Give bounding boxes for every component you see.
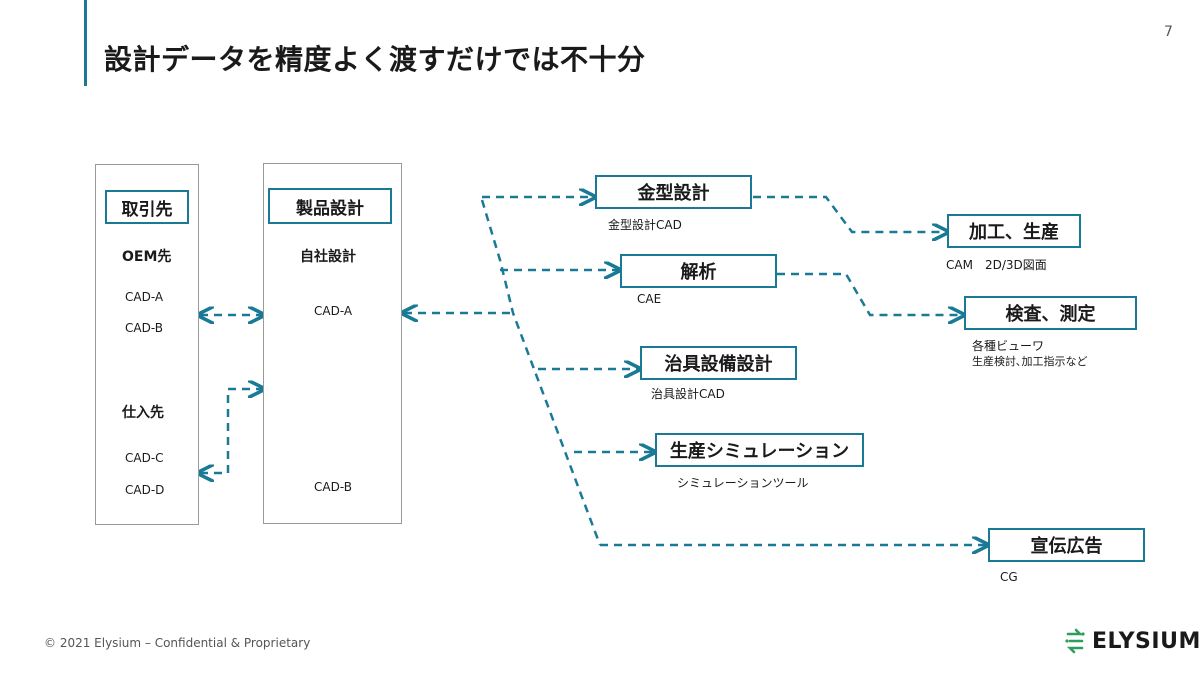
design-cad-item: CAD-A (314, 304, 353, 318)
analysis-caption: CAE (637, 292, 662, 306)
arrow-supplier-to-design (200, 389, 262, 473)
trunk-line (480, 199, 602, 546)
processing-production-caption: CAM 2D/3D図面 (946, 258, 1047, 272)
elysium-logo: ELYSIUM (1064, 628, 1200, 654)
production-simulation-box: 生産シミュレーション (655, 433, 864, 467)
analysis-box: 解析 (620, 254, 777, 288)
elysium-logo-text: ELYSIUM (1092, 628, 1200, 654)
title-accent-bar (84, 0, 87, 86)
inspection-measurement-caption-2: 生産検討､加工指示など (972, 355, 1088, 368)
advertising-box: 宣伝広告 (988, 528, 1145, 562)
supplier-label: 仕入先 (122, 405, 164, 421)
mold-design-caption: 金型設計CAD (608, 218, 682, 232)
partners-panel (95, 164, 199, 525)
jig-design-box: 治具設備設計 (640, 346, 797, 380)
oem-item: CAD-A (125, 290, 164, 304)
arrow-analysis-to-inspection (777, 272, 962, 315)
mold-design-box: 金型設計 (595, 175, 752, 209)
inspection-measurement-box: 検査、測定 (964, 296, 1137, 330)
elysium-logo-icon (1065, 628, 1085, 654)
supplier-item: CAD-C (125, 451, 164, 465)
page-number: 7 (1164, 24, 1173, 40)
jig-design-caption: 治具設計CAD (651, 387, 725, 401)
partners-heading: 取引先 (105, 190, 189, 224)
design-cad-item: CAD-B (314, 480, 352, 494)
advertising-caption: CG (1000, 570, 1018, 584)
arrow-mold-to-processing (753, 195, 946, 232)
production-simulation-caption: シミュレーションツール (677, 476, 809, 490)
processing-production-box: 加工、生産 (947, 214, 1081, 248)
supplier-item: CAD-D (125, 483, 165, 497)
copyright-footer: © 2021 Elysium – Confidential & Propriet… (44, 636, 311, 650)
inspection-measurement-caption: 各種ビューワ (972, 339, 1045, 353)
slide-title: 設計データを精度よく渡すだけでは不十分 (104, 43, 646, 76)
in-house-design-label: 自社設計 (300, 249, 356, 265)
oem-label: OEM先 (122, 249, 172, 265)
product-design-heading: 製品設計 (268, 188, 392, 224)
oem-item: CAD-B (125, 321, 163, 335)
